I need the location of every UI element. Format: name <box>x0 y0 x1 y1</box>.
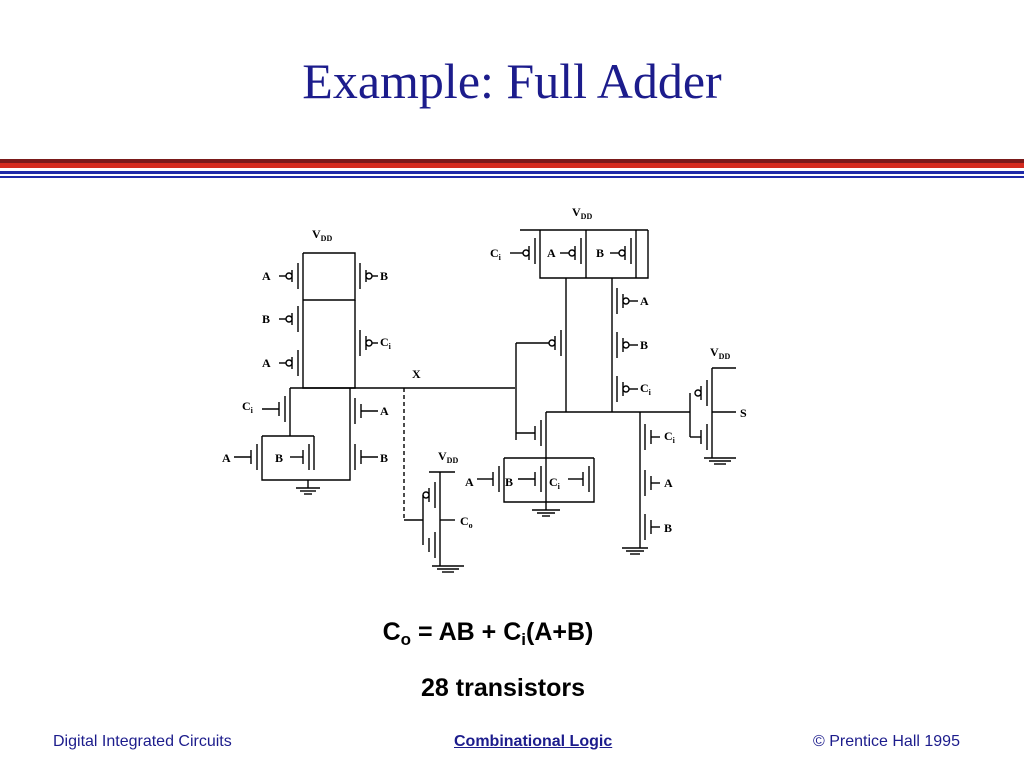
header-bar-red <box>0 163 1024 168</box>
sum-pulldown-network <box>477 412 660 555</box>
label-b: B <box>380 451 388 465</box>
label-vdd: VDD <box>710 345 730 361</box>
label-b: B <box>262 312 270 326</box>
footer-right: © Prentice Hall 1995 <box>813 733 960 750</box>
label-co: Co <box>460 514 473 530</box>
label-a: A <box>262 269 271 283</box>
sum-inverter <box>689 367 736 465</box>
label-a: A <box>262 356 271 370</box>
footer-center-link[interactable]: Combinational Logic <box>454 733 613 750</box>
slide-title: Example: Full Adder <box>302 53 722 109</box>
label-b: B <box>380 269 388 283</box>
label-ci: Ci <box>380 335 392 351</box>
carry-out-inverter <box>422 471 464 573</box>
circuit-labels: VDD A B B Ci A X Ci A A B B VDD Co VDD C… <box>222 205 747 535</box>
label-vdd: VDD <box>438 449 458 465</box>
label-ci: Ci <box>640 381 652 397</box>
sum-pullup-parallel <box>510 229 649 279</box>
label-ci: Ci <box>242 399 254 415</box>
label-b: B <box>664 521 672 535</box>
label-a: A <box>465 475 474 489</box>
label-ci: Ci <box>549 475 561 491</box>
label-a: A <box>222 451 231 465</box>
footer-left: Digital Integrated Circuits <box>53 733 232 750</box>
header-bar-dark-red <box>0 159 1024 163</box>
label-s: S <box>740 406 747 420</box>
carry-equation: Co = AB + Ci(A+B) <box>382 618 594 649</box>
label-vdd: VDD <box>572 205 592 221</box>
label-b: B <box>505 475 513 489</box>
label-ci: Ci <box>664 429 676 445</box>
sum-pullup-series <box>515 278 638 440</box>
header-bar-blue-2 <box>0 176 1024 178</box>
label-x: X <box>412 367 421 381</box>
label-ci: Ci <box>490 246 502 262</box>
header-bar-blue-1 <box>0 171 1024 174</box>
label-a: A <box>664 476 673 490</box>
label-b: B <box>275 451 283 465</box>
label-b: B <box>596 246 604 260</box>
carry-pulldown-network <box>234 388 378 495</box>
label-b: B <box>640 338 648 352</box>
label-vdd: VDD <box>312 227 332 243</box>
label-a: A <box>640 294 649 308</box>
transistor-count: 28 transistors <box>421 674 585 702</box>
label-a: A <box>547 246 556 260</box>
label-a: A <box>380 404 389 418</box>
carry-pullup-network <box>279 252 378 389</box>
